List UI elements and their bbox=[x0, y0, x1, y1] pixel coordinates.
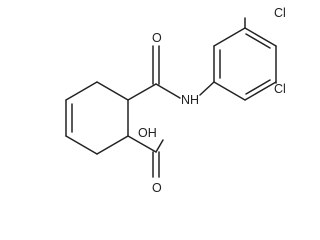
chlorine-right-label: Cl bbox=[274, 82, 286, 96]
aryl-inner-bond bbox=[245, 79, 271, 95]
aryl-inner-bond bbox=[245, 33, 271, 49]
aryl-bond bbox=[244, 81, 277, 101]
dichlorophenyl-ring bbox=[213, 17, 277, 101]
hydroxyl-label: OH bbox=[138, 126, 157, 140]
carboxylic-acid-group bbox=[127, 135, 164, 178]
ring-bond bbox=[96, 81, 129, 101]
aryl-bond bbox=[213, 81, 246, 101]
chemical-structure-diagram: O N H OH O Cl Cl bbox=[65, 6, 286, 195]
ring-to-carbonyl-bond bbox=[127, 83, 157, 101]
nitrogen-to-ring-bond bbox=[199, 81, 215, 96]
cyclohexene-ring bbox=[65, 81, 129, 155]
carbonyl-to-nitrogen-bond bbox=[155, 83, 181, 99]
chlorine-top-label: Cl bbox=[274, 6, 286, 20]
ring-to-carboxyl-bond bbox=[127, 135, 157, 153]
ring-bond bbox=[96, 135, 129, 155]
carbonyl-oxygen-label: O bbox=[152, 31, 162, 45]
carboxyl-oxygen-label: O bbox=[152, 181, 162, 195]
ring-bond bbox=[65, 81, 98, 101]
amide-hydrogen-label: H bbox=[190, 93, 199, 107]
aryl-bond bbox=[244, 27, 277, 47]
amide-group bbox=[127, 45, 215, 101]
ring-bond bbox=[65, 135, 98, 155]
amide-nitrogen-label: N bbox=[181, 93, 190, 107]
aryl-bond bbox=[213, 27, 246, 47]
carboxyl-to-hydroxyl-bond bbox=[155, 139, 164, 153]
